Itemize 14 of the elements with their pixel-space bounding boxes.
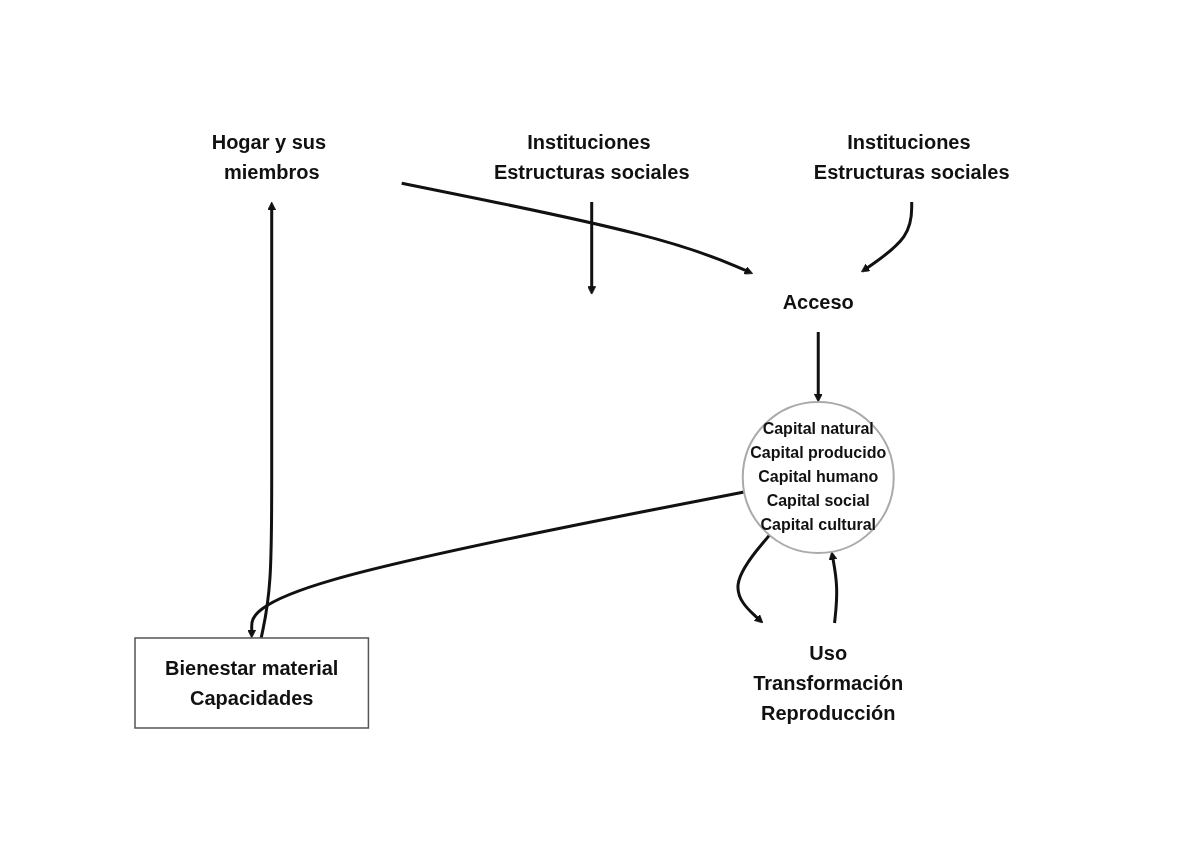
bracket-box: Bienestar material Capacidades — [134, 636, 370, 729]
node-label: Instituciones Estructuras sociales — [814, 130, 1010, 183]
arrow — [259, 201, 277, 638]
arrow — [401, 181, 754, 274]
arrow — [814, 331, 823, 402]
arrow — [587, 201, 597, 295]
arrow — [861, 201, 914, 272]
capital-circle: Capital natural Capital producido Capital humano Capital social Capital cultural — [741, 400, 895, 554]
node-label: Instituciones Estructuras sociales — [494, 130, 690, 183]
arrow — [247, 489, 745, 638]
arrow — [736, 533, 771, 623]
node-label: Acceso — [782, 290, 854, 313]
node-label: Uso Transformación Reproducción — [753, 641, 904, 724]
node-label: Hogar y sus miembros — [211, 130, 327, 183]
